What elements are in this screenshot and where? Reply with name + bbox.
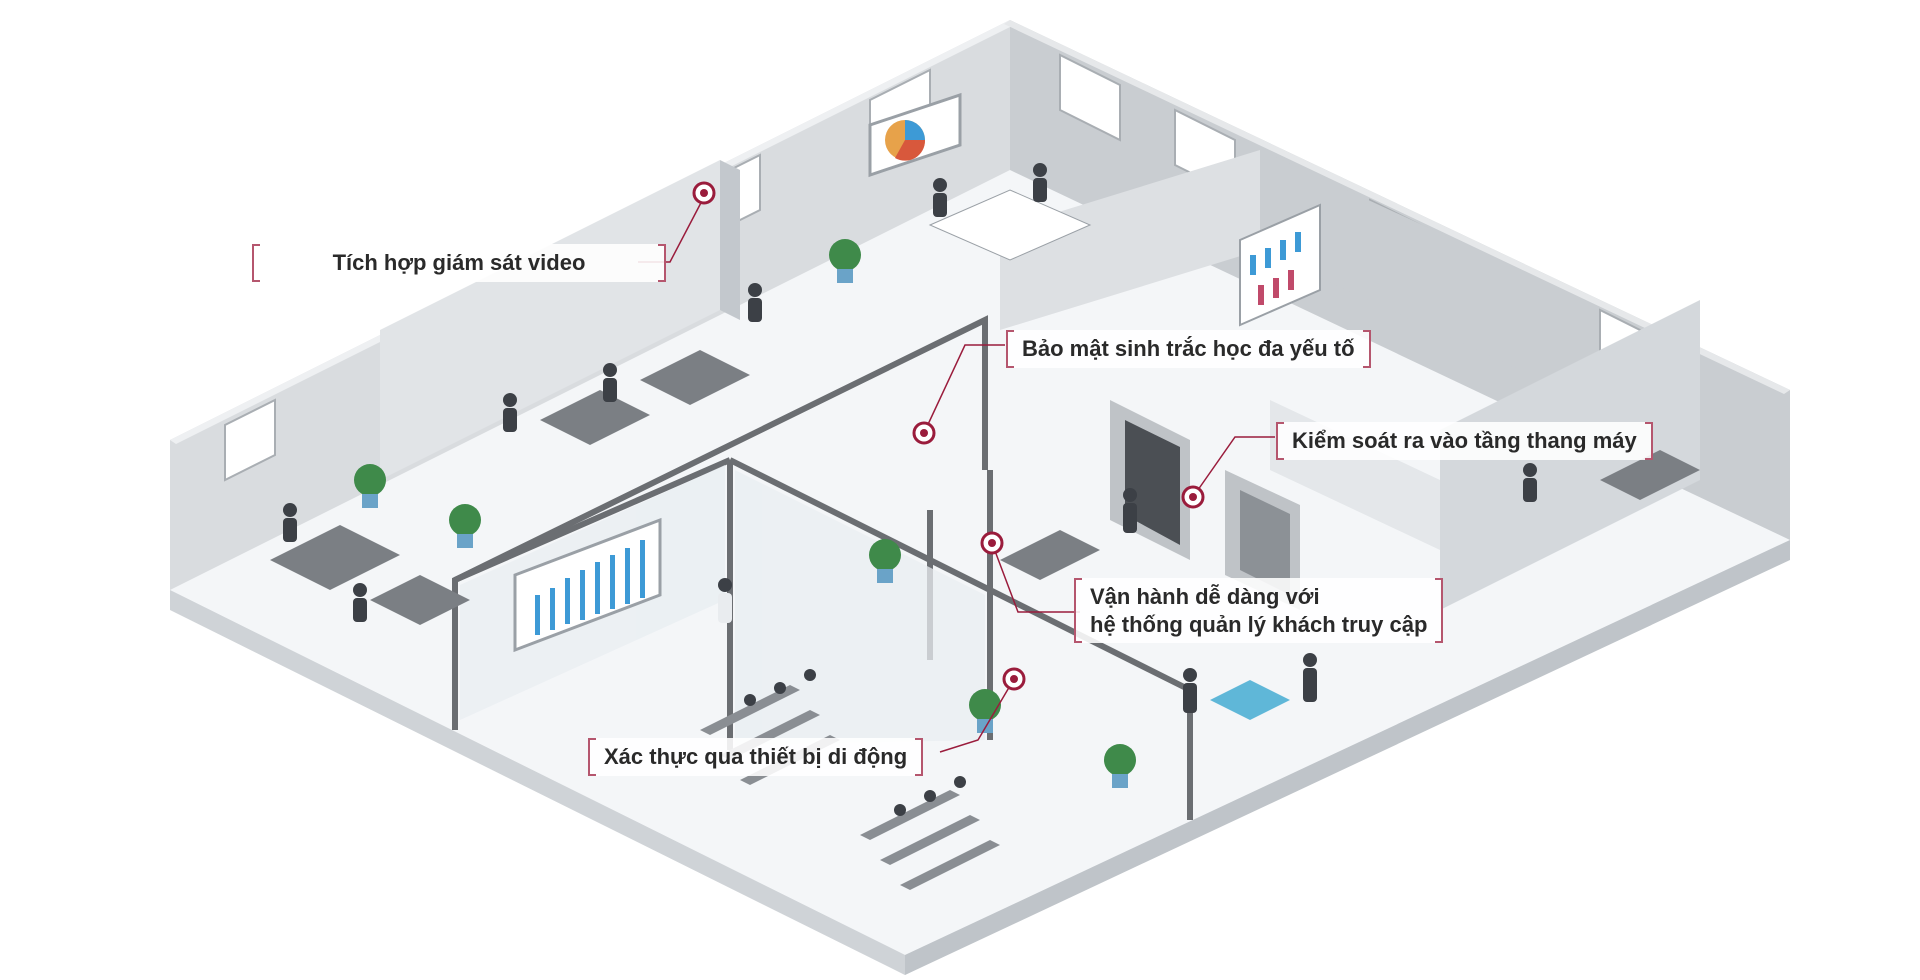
desks [270,189,1700,720]
plant-icon [829,239,861,283]
callout-biometric-text: Bảo mật sinh trắc học đa yếu tố [1022,336,1355,361]
plants [354,239,1136,788]
callout-biometric: Bảo mật sinh trắc học đa yếu tố [1006,330,1371,368]
callout-mobile-auth-text: Xác thực qua thiết bị di động [604,744,908,769]
conference-screen [868,92,962,178]
people [283,163,1537,816]
callout-video-surveillance-text: Tích hợp giám sát video [332,250,586,275]
callout-mobile-auth: Xác thực qua thiết bị di động [588,738,924,776]
callout-visitor-line1: Vận hành dễ dàng với [1090,584,1320,609]
location-pin-icon [980,531,1004,555]
location-pins [692,181,1205,691]
presentation-screen [513,517,662,653]
location-pin-icon [1002,667,1026,691]
floor-slab [170,20,1790,975]
plant-icon [449,504,481,548]
callout-elevator-access-text: Kiểm soát ra vào tầng thang máy [1292,428,1637,453]
plant-icon [869,539,901,583]
location-pin-icon [912,421,936,445]
location-pin-icon [1181,485,1205,509]
callout-video-surveillance: Tích hợp giám sát video [252,244,666,282]
plant-icon [354,464,386,508]
bookshelf [1239,203,1321,327]
callout-visitor-line2: hệ thống quản lý khách truy cập [1090,611,1428,637]
plant-icon [1104,744,1136,788]
callout-visitor-management: Vận hành dễ dàng với hệ thống quản lý kh… [1074,578,1444,643]
callout-elevator-access: Kiểm soát ra vào tầng thang máy [1276,422,1653,460]
location-pin-icon [692,181,716,205]
